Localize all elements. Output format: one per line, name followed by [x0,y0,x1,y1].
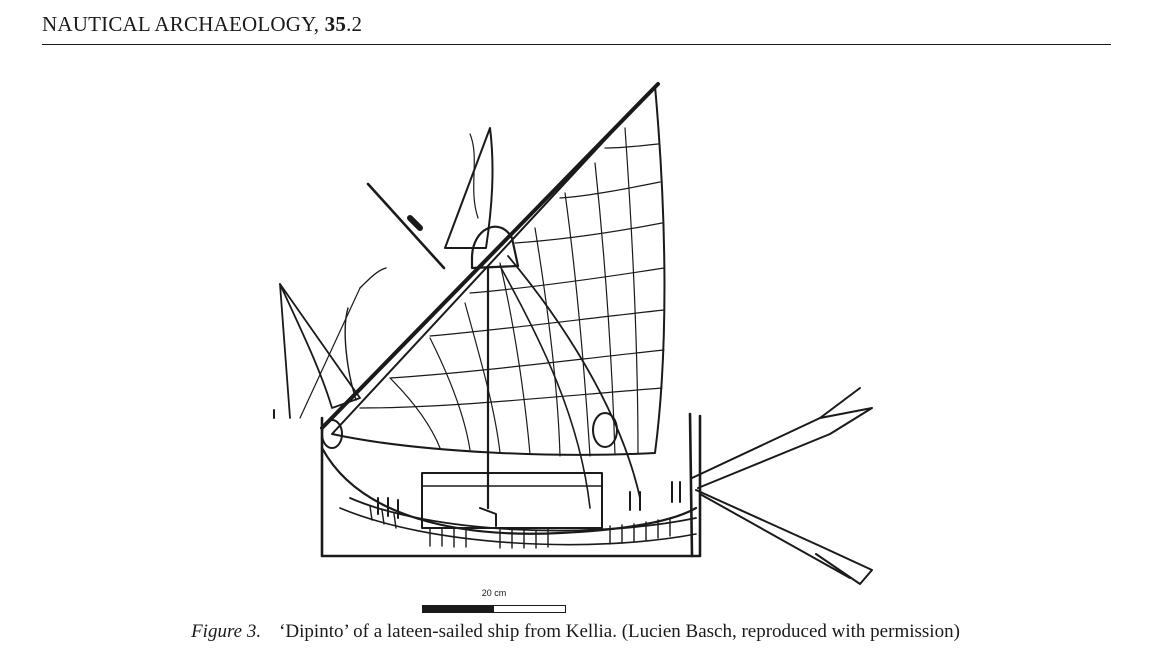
caption-text: ‘Dipinto’ of a lateen-sailed ship from K… [279,621,960,642]
hull [320,414,702,558]
header-rule [42,44,1111,45]
halyard [366,182,446,270]
masthead [470,225,520,270]
issue-number: .2 [346,12,363,36]
topsail [444,127,494,249]
running-head: NAUTICAL ARCHAEOLOGY, 35.2 [42,12,362,37]
deckhouse [421,472,603,529]
figure-caption: Figure 3. ‘Dipinto’ of a lateen-sailed sh… [0,621,1151,643]
steering-oar-upper [691,407,873,489]
journal-name: NAUTICAL ARCHAEOLOGY, [42,12,325,36]
foresail [279,283,361,409]
lateen-sail [331,85,666,456]
ship-drawing-svg [273,82,873,585]
ship-drawing [260,78,900,598]
sail-reefs [359,143,665,409]
block-right [592,412,618,448]
hull-ribs [369,505,671,549]
sail-yard [320,82,660,430]
figure-label: Figure 3. [191,621,262,642]
volume-number: 35 [324,12,347,36]
scale-bar-filled-segment [423,606,494,612]
steering-oar-lower [695,489,873,585]
scale-bar-graphic [422,605,566,613]
sail-seams [389,127,639,457]
scale-label: 20 cm [481,588,507,598]
scale-bar: 20 cm [422,588,566,616]
